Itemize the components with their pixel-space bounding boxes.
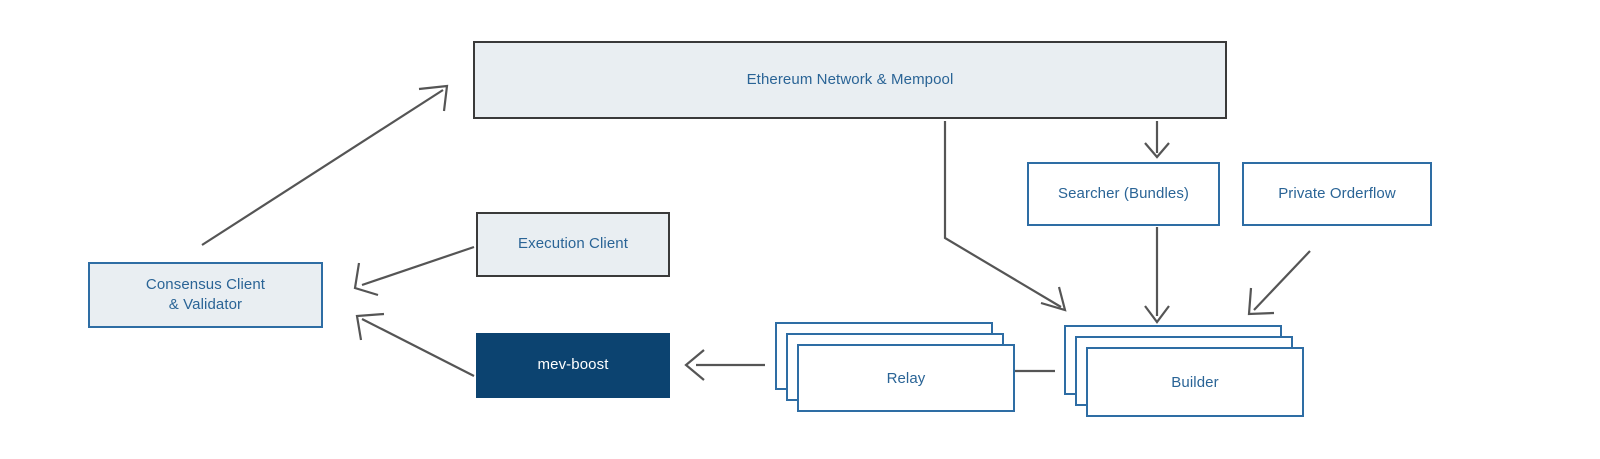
edge-private-orderflow-to-builder (1247, 250, 1311, 316)
node-execution-client[interactable]: Execution Client (476, 212, 670, 277)
builder-stack-layer-front (1086, 347, 1304, 417)
node-private-orderflow[interactable]: Private Orderflow (1242, 162, 1432, 226)
edge-ethereum-to-searcher (1144, 121, 1170, 159)
edge-mev-boost-to-consensus-client (355, 312, 475, 377)
edge-execution-client-to-consensus-client (353, 245, 475, 297)
relay-stack-layer-front (797, 344, 1015, 412)
node-ethereum-network[interactable]: Ethereum Network & Mempool (473, 41, 1227, 119)
edge-searcher-to-builder (1144, 227, 1170, 324)
node-searcher[interactable]: Searcher (Bundles) (1027, 162, 1220, 226)
node-consensus-client[interactable]: Consensus Client & Validator (88, 262, 323, 328)
edge-relay-to-mev-boost (684, 349, 765, 381)
node-relay-stack[interactable]: Relay (775, 322, 1025, 422)
node-mev-boost[interactable]: mev-boost (476, 333, 670, 398)
edge-consensus-client-to-ethereum (201, 84, 449, 246)
node-builder-stack[interactable]: Builder (1064, 325, 1314, 425)
